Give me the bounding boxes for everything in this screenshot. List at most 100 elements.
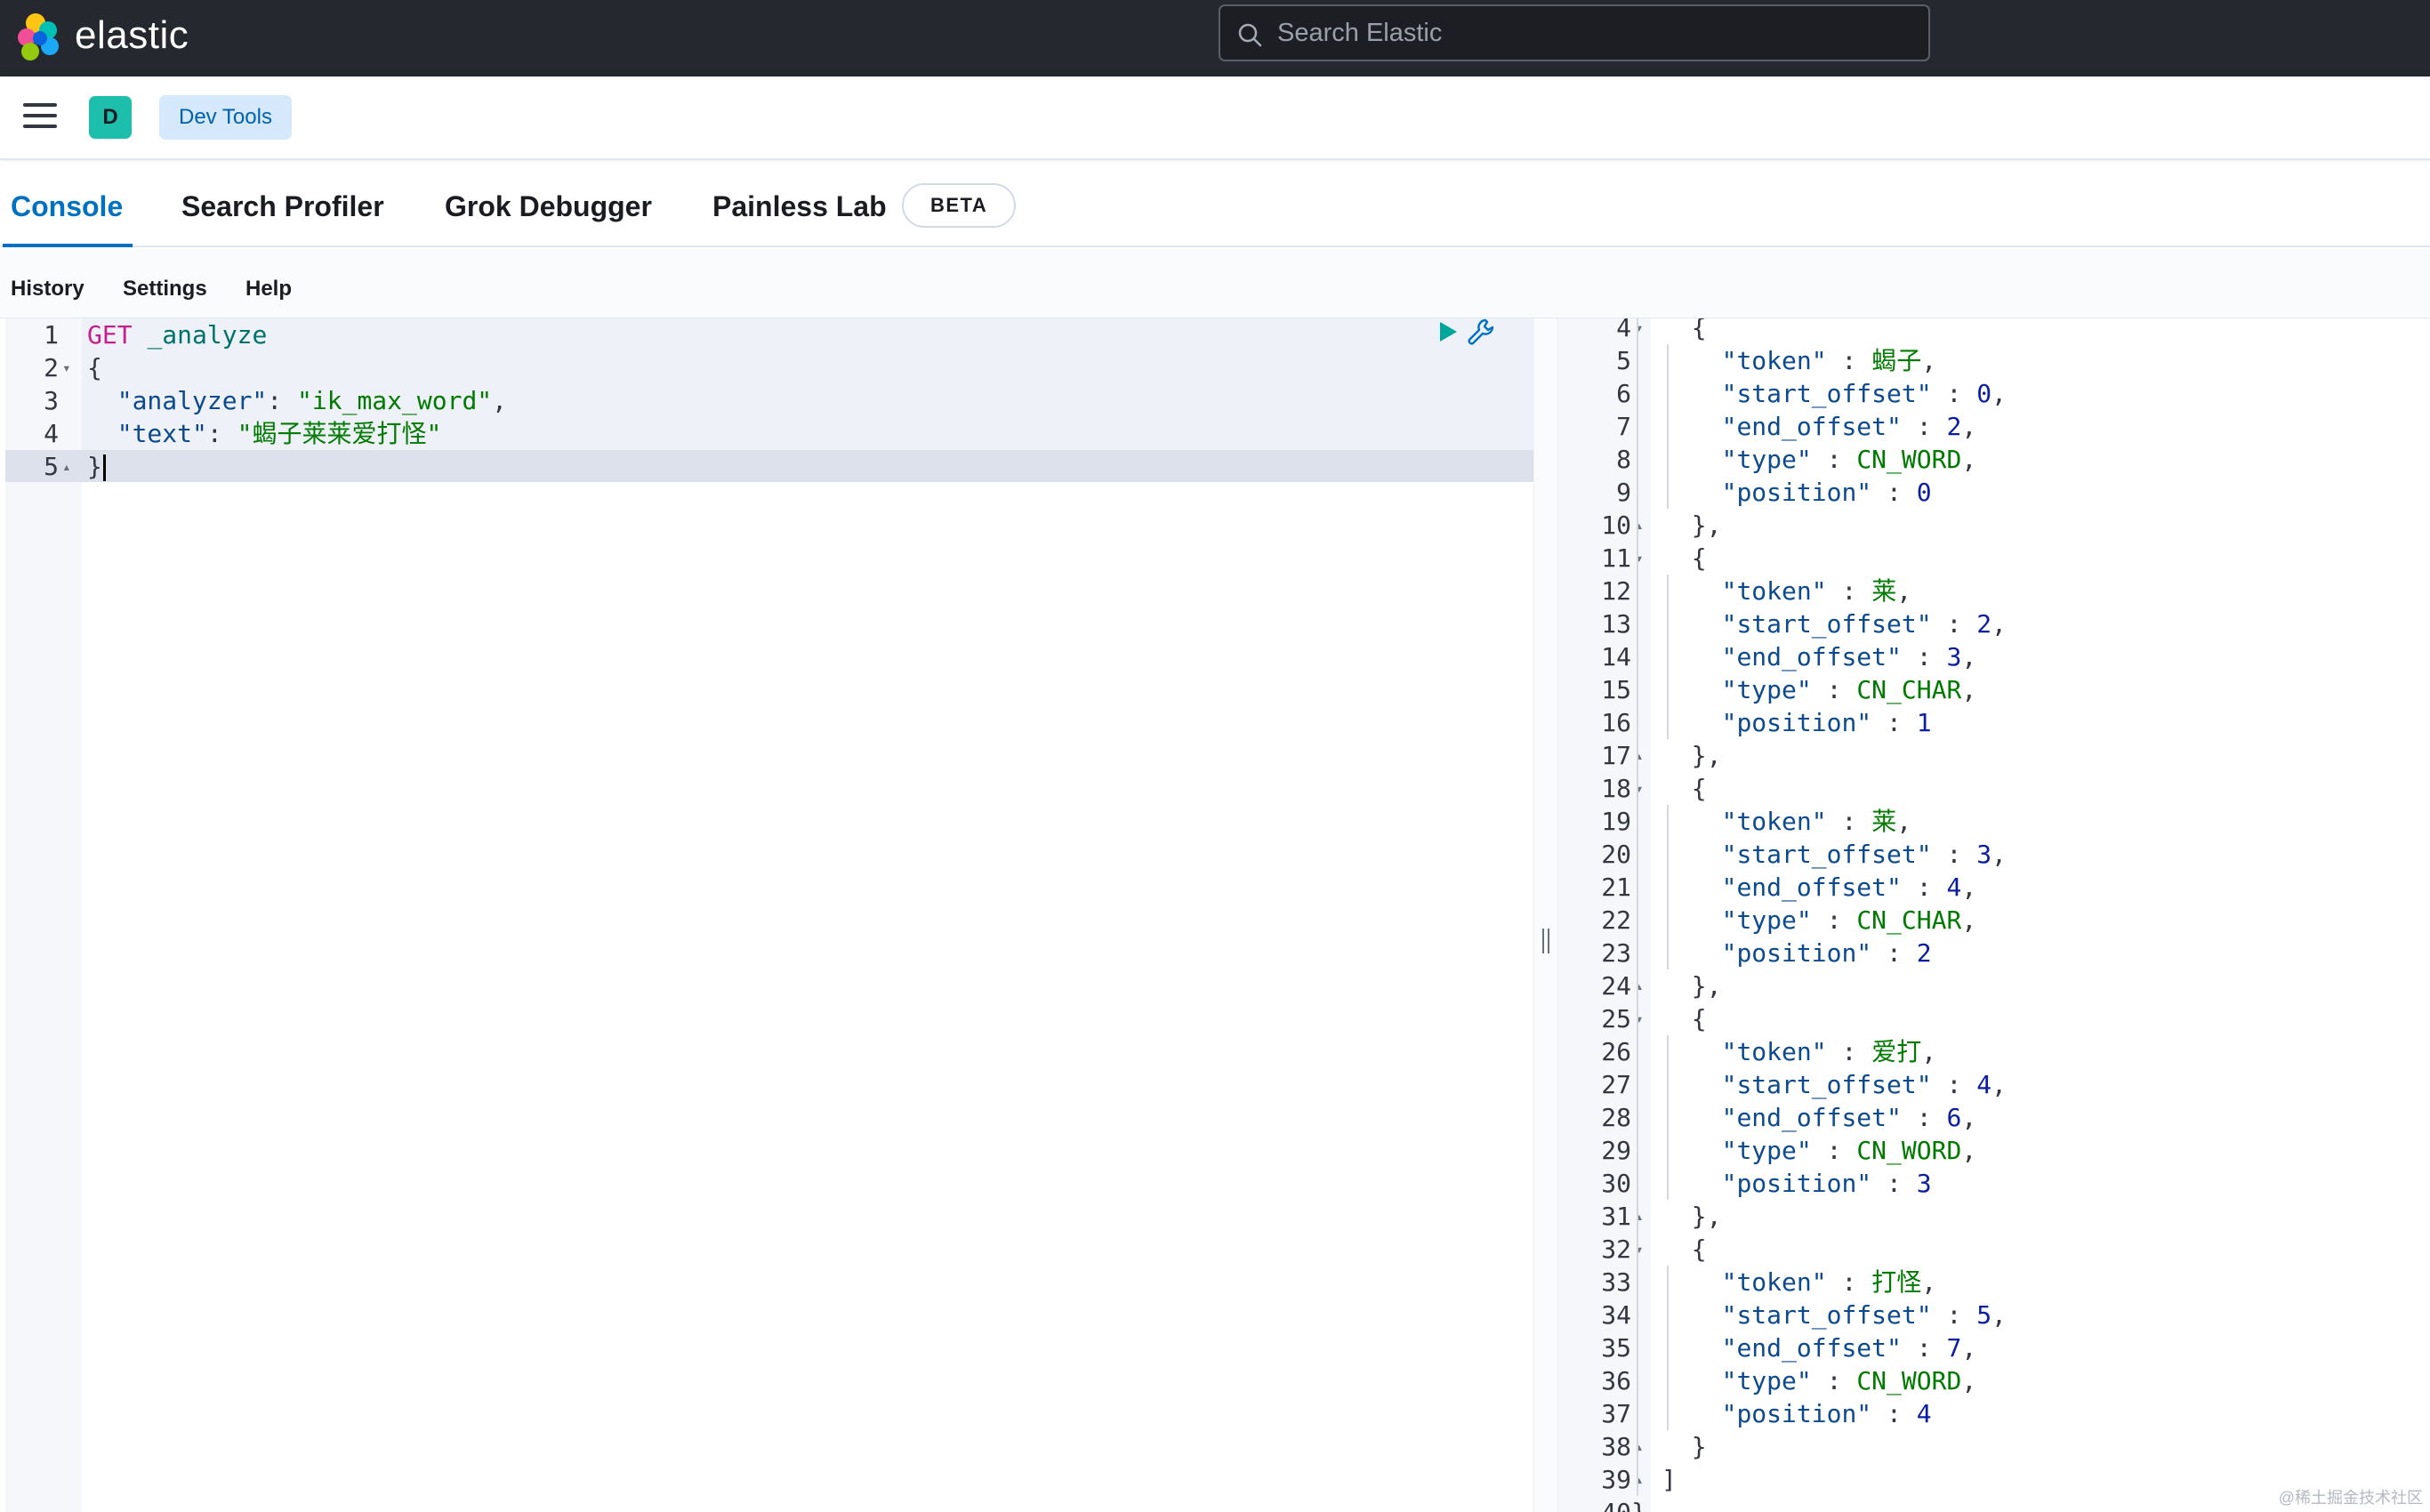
response-line: "end_offset" : 7, [1721, 1333, 1977, 1363]
response-line: "position" : 2 [1721, 938, 1932, 968]
text-value: "蝎子莱莱爱打怪" [237, 419, 442, 448]
history-button[interactable]: History [11, 277, 84, 301]
request-editor[interactable]: 1 2 3 4 5 ▾ ▴ GET _analyze { "analyzer":… [5, 318, 1533, 1512]
analyzer-key: "analyzer" [117, 386, 268, 415]
response-line: "position" : 4 [1721, 1399, 1932, 1428]
json-value: CN_CHAR [1856, 675, 1962, 704]
indent-guide [1667, 344, 1669, 509]
json-value: 4 [1916, 1399, 1932, 1428]
json-key: "position" [1721, 478, 1872, 507]
panel-resize-handle[interactable] [1533, 318, 1558, 1512]
json-key: "end_offset" [1721, 873, 1902, 902]
tab-grok-debugger[interactable]: Grok Debugger [445, 190, 652, 222]
line-number: 2 [44, 353, 59, 382]
fold-close-icon[interactable]: ▴ [1635, 1471, 1644, 1488]
fold-open-icon[interactable]: ▾ [1635, 1010, 1644, 1027]
settings-button[interactable]: Settings [123, 277, 207, 301]
drag-handle-icon[interactable] [1542, 929, 1549, 953]
fold-open-icon[interactable]: ▾ [1635, 780, 1644, 797]
line-number: 31 [1601, 1202, 1631, 1231]
code-line-2: { [87, 351, 102, 384]
text-cursor [102, 454, 106, 481]
fold-close-icon[interactable]: ▴ [1635, 1438, 1644, 1455]
json-key: "type" [1721, 1136, 1812, 1165]
line-number: 36 [1601, 1366, 1631, 1395]
fold-open-icon[interactable]: ▾ [62, 359, 71, 376]
code-line-3: "analyzer": "ik_max_word", [117, 386, 508, 415]
indent-guide [1667, 575, 1669, 739]
line-number: 24 [1601, 971, 1631, 1001]
beta-badge: BETA [902, 183, 1017, 228]
line-number: 26 [1601, 1037, 1631, 1066]
json-value: 2 [1946, 412, 1962, 441]
hamburger-menu-icon[interactable] [23, 103, 57, 132]
line-number: 32 [1601, 1235, 1631, 1264]
line-number: 18 [1601, 774, 1631, 803]
tab-search-profiler[interactable]: Search Profiler [181, 190, 384, 222]
json-value: 2 [1916, 938, 1932, 968]
json-key: "position" [1721, 708, 1872, 737]
line-number: 4 [44, 419, 59, 448]
fold-close-icon[interactable]: ▴ [1635, 747, 1644, 764]
json-key: "type" [1721, 1366, 1812, 1395]
tab-painless-lab[interactable]: Painless Lab [712, 190, 887, 222]
request-gutter [5, 318, 82, 1512]
json-value: CN_WORD [1856, 1366, 1962, 1395]
indent-guide [1637, 318, 1639, 1496]
response-line: "start_offset" : 5, [1721, 1300, 2007, 1330]
line-number: 3 [44, 386, 59, 415]
response-line: { [1691, 543, 1707, 573]
tab-console[interactable]: Console [11, 190, 124, 222]
json-value: 莱 [1871, 576, 1897, 606]
response-line: { [1691, 774, 1707, 803]
fold-close-icon[interactable]: ▴ [1635, 977, 1644, 994]
fold-close-icon[interactable]: ▴ [62, 458, 71, 475]
response-line: "token" : 蝎子, [1721, 346, 1937, 375]
search-icon [1238, 23, 1262, 47]
line-number: 25 [1601, 1004, 1631, 1033]
response-line: "position" : 1 [1721, 708, 1932, 737]
brand-name[interactable]: elastic [75, 13, 189, 57]
line-number: 9 [1616, 478, 1631, 507]
response-line: "position" : 0 [1721, 478, 1932, 507]
line-number: 15 [1601, 675, 1631, 704]
breadcrumb[interactable]: Dev Tools [159, 95, 292, 140]
fold-close-icon[interactable]: ▴ [1635, 1496, 1644, 1512]
fold-close-icon[interactable]: ▴ [1635, 1208, 1644, 1225]
play-icon[interactable] [1434, 318, 1460, 345]
fold-open-icon[interactable]: ▾ [1635, 1241, 1644, 1258]
line-number: 10 [1601, 511, 1631, 540]
json-key: "token" [1721, 576, 1827, 606]
json-value: 莱 [1871, 807, 1897, 836]
json-value: CN_WORD [1856, 1136, 1962, 1165]
json-key: "start_offset" [1721, 840, 1932, 869]
line-number: 14 [1601, 642, 1631, 672]
json-key: "end_offset" [1721, 412, 1902, 441]
response-editor[interactable]: 4▾{5"token" : 蝎子,6"start_offset" : 0,7"e… [1558, 318, 2430, 1512]
global-search[interactable] [1219, 4, 1930, 61]
json-key: "type" [1721, 905, 1812, 935]
json-value: 打怪 [1871, 1267, 1922, 1297]
line-number: 40 [1578, 1496, 1631, 1512]
line-number: 17 [1601, 741, 1631, 770]
wrench-icon[interactable] [1466, 317, 1496, 347]
line-number: 1 [44, 320, 59, 350]
json-key: "token" [1721, 346, 1827, 375]
line-number: 5 [44, 452, 59, 481]
help-button[interactable]: Help [245, 277, 293, 301]
fold-close-icon[interactable]: ▴ [1635, 517, 1644, 534]
line-number: 33 [1601, 1267, 1631, 1297]
json-key: "token" [1721, 1267, 1827, 1297]
fold-open-icon[interactable]: ▾ [1635, 550, 1644, 567]
watermark: @稀土掘金技术社区 [2278, 1489, 2423, 1507]
search-input[interactable] [1277, 6, 1918, 60]
elastic-logo-icon[interactable] [16, 11, 62, 64]
line-number: 38 [1601, 1432, 1631, 1461]
indent-guide [1667, 1266, 1669, 1430]
space-avatar[interactable]: D [89, 96, 132, 139]
code-line-5: } [87, 450, 106, 483]
line-number: 21 [1601, 873, 1631, 902]
fold-open-icon[interactable]: ▾ [1635, 319, 1644, 336]
json-key: "position" [1721, 1399, 1872, 1428]
json-value: 4 [1976, 1070, 1992, 1099]
